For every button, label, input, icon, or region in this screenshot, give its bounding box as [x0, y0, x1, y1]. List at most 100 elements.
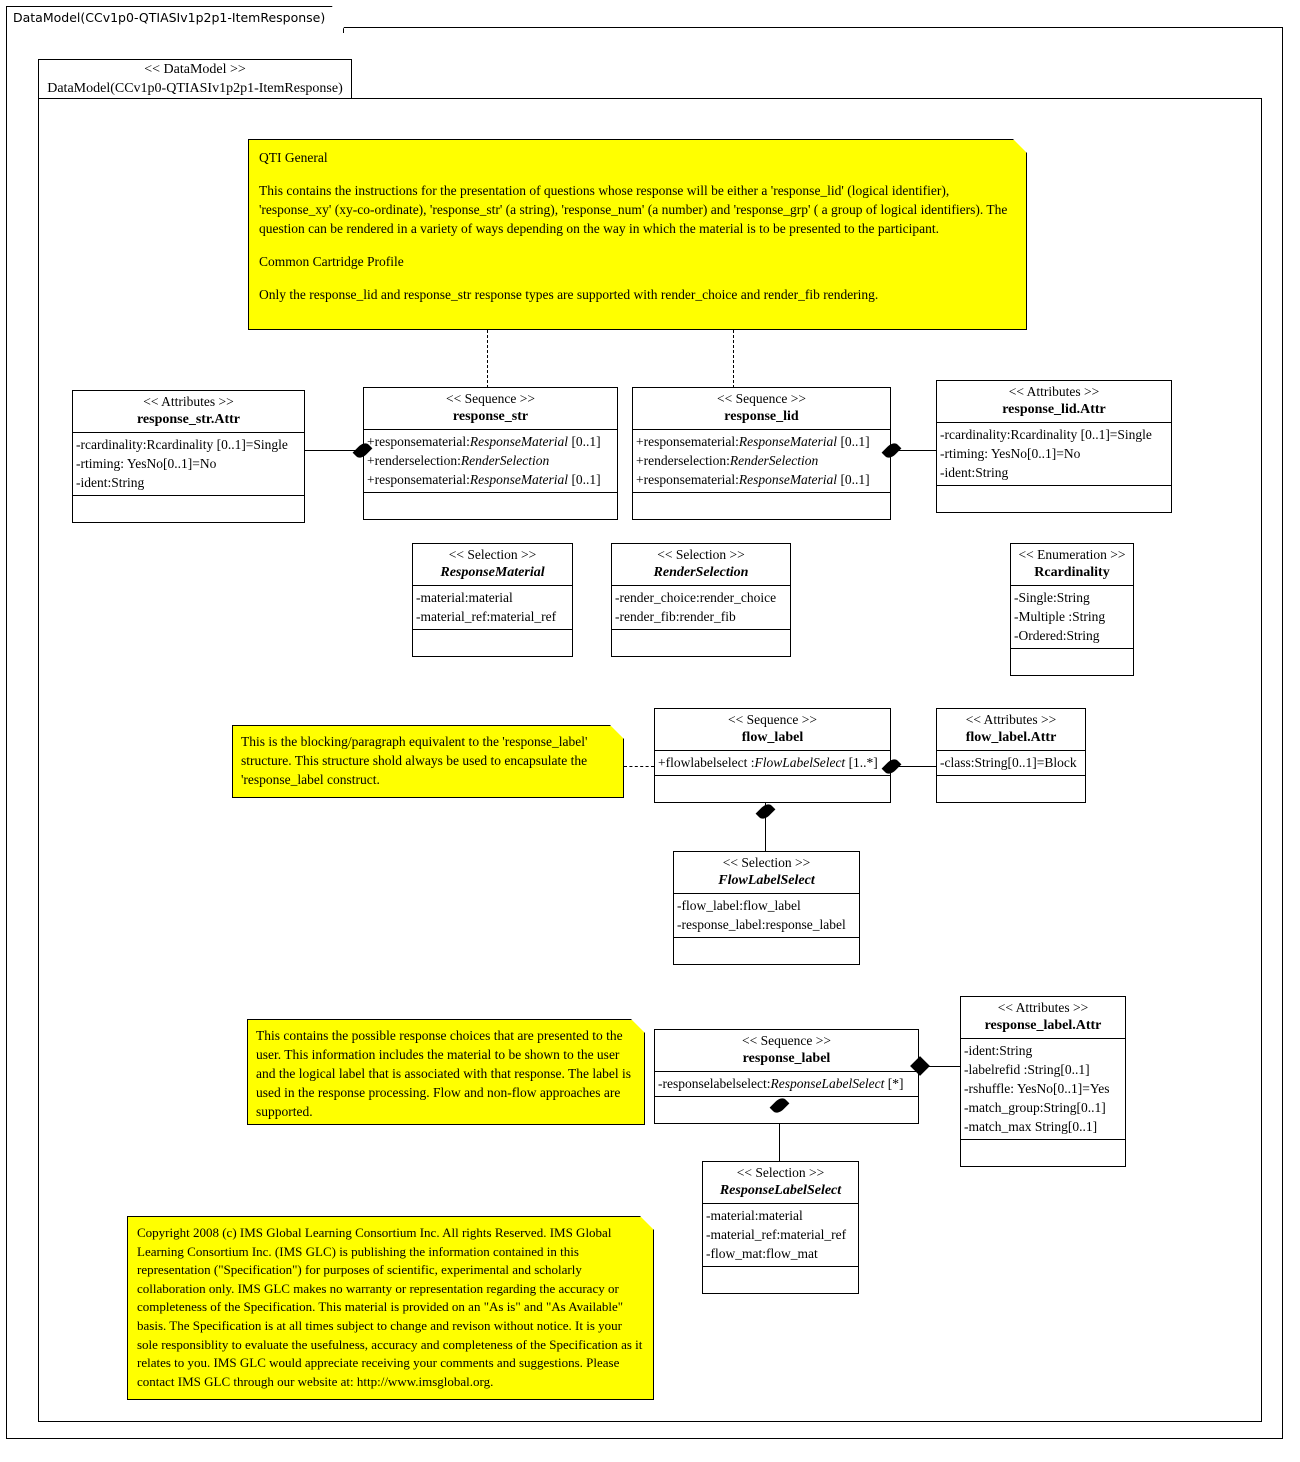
class-attribute: -responselabelselect:ResponseLabelSelect…	[658, 1076, 904, 1091]
datamodel-stereotype: << DataModel >>	[144, 62, 246, 77]
class-attribute: -rshuffle: YesNo[0..1]=Yes	[964, 1081, 1110, 1096]
class-response-lid[interactable]: << Sequence >> response_lid +responsemat…	[632, 387, 891, 520]
class-stereotype: << Attributes >>	[997, 1000, 1089, 1015]
class-attribute: +responsematerial:ResponseMaterial [0..1…	[367, 434, 601, 449]
class-name: response_lid.Attr	[1002, 402, 1106, 417]
class-stereotype: << Sequence >>	[717, 391, 806, 406]
class-operations	[674, 938, 859, 964]
class-stereotype: << Attributes >>	[143, 394, 234, 409]
datamodel-header: << DataModel >> DataModel(CCv1p0-QTIASIv…	[38, 59, 352, 99]
class-stereotype: << Sequence >>	[446, 391, 535, 406]
class-attribute: -rtiming: YesNo[0..1]=No	[76, 456, 217, 471]
class-name: response_str	[452, 409, 529, 424]
note-fold-icon	[640, 1216, 654, 1230]
class-name: flow_label.Attr	[965, 730, 1057, 745]
class-attribute: +renderselection:RenderSelection	[367, 453, 550, 468]
class-stereotype: << Selection >>	[657, 547, 745, 562]
class-render-selection[interactable]: << Selection >> RenderSelection -render_…	[611, 543, 791, 657]
class-attribute: -Multiple :String	[1014, 609, 1106, 624]
class-operations	[612, 630, 790, 656]
class-response-label-select[interactable]: << Selection >> ResponseLabelSelect -mat…	[702, 1161, 859, 1294]
class-flow-label[interactable]: << Sequence >> flow_label +flowlabelsele…	[654, 708, 891, 803]
note-qti-para1: This contains the instructions for the p…	[259, 183, 1008, 236]
class-attribute: -rtiming: YesNo[0..1]=No	[940, 446, 1081, 461]
class-attribute: -class:String[0..1]=Block	[940, 755, 1077, 770]
class-operations	[703, 1267, 858, 1293]
class-attribute: -material_ref:material_ref	[416, 609, 557, 624]
class-operations	[1011, 649, 1133, 675]
class-attribute: +responsematerial:ResponseMaterial [0..1…	[636, 472, 870, 487]
class-name: response_label.Attr	[984, 1018, 1102, 1033]
link-note-to-response-str	[487, 330, 488, 388]
class-attribute: -flow_mat:flow_mat	[706, 1246, 818, 1261]
class-stereotype: << Sequence >>	[728, 712, 817, 727]
class-operations	[937, 486, 1171, 512]
note-qti-para2: Only the response_lid and response_str r…	[259, 287, 879, 302]
class-name: response_str.Attr	[136, 412, 241, 427]
class-operations	[413, 630, 572, 656]
link-response-label-select	[779, 1110, 780, 1162]
class-operations	[364, 493, 617, 519]
class-name: response_label	[742, 1051, 831, 1066]
link-note-to-response-lid	[733, 330, 734, 388]
class-stereotype: << Selection >>	[448, 547, 537, 562]
class-name: flow_label	[741, 730, 804, 745]
note-response-label: This contains the possible response choi…	[247, 1019, 645, 1125]
class-name: FlowLabelSelect	[718, 873, 815, 888]
link-response-label-attr	[918, 1066, 960, 1067]
note-fold-icon	[1013, 139, 1027, 153]
class-attribute: -ident:String	[964, 1043, 1033, 1058]
class-operations	[961, 1140, 1125, 1166]
class-name: response_lid	[724, 409, 799, 424]
note-qti-general: QTI General This contains the instructio…	[248, 139, 1027, 330]
class-attribute: +flowlabelselect :FlowLabelSelect [1..*]	[658, 755, 878, 770]
class-stereotype: << Attributes >>	[965, 712, 1057, 727]
class-response-material[interactable]: << Selection >> ResponseMaterial -materi…	[412, 543, 573, 657]
class-name: ResponseMaterial	[440, 565, 545, 580]
class-response-lid-attr[interactable]: << Attributes >> response_lid.Attr -rcar…	[936, 380, 1172, 513]
link-flow-label-attr	[891, 766, 936, 767]
class-attribute: -rcardinality:Rcardinality [0..1]=Single	[940, 427, 1152, 442]
link-response-lid-attr	[891, 450, 936, 451]
class-attribute: -rcardinality:Rcardinality [0..1]=Single	[76, 437, 288, 452]
class-stereotype: << Selection >>	[722, 855, 811, 870]
class-attribute: -labelrefid :String[0..1]	[964, 1062, 1090, 1077]
class-response-label-attr[interactable]: << Attributes >> response_label.Attr -id…	[960, 996, 1126, 1167]
class-name: RenderSelection	[653, 565, 749, 580]
note-copyright-text: Copyright 2008 (c) IMS Global Learning C…	[137, 1225, 643, 1389]
link-flow-label-select	[765, 800, 766, 852]
class-attribute: -Single:String	[1014, 590, 1090, 605]
package-tab-label: DataModel(CCv1p0-QTIASIv1p2p1-ItemRespon…	[6, 6, 345, 33]
class-attribute: -material:material	[706, 1208, 803, 1223]
class-attribute: -response_label:response_label	[677, 917, 846, 932]
class-attribute: -ident:String	[940, 465, 1009, 480]
class-attribute: -Ordered:String	[1014, 628, 1100, 643]
class-response-str-attr[interactable]: << Attributes >> response_str.Attr -rcar…	[72, 390, 305, 523]
class-attribute: -material_ref:material_ref	[706, 1227, 847, 1242]
class-response-label[interactable]: << Sequence >> response_label -responsel…	[654, 1029, 919, 1124]
datamodel-name: DataModel(CCv1p0-QTIASIv1p2p1-ItemRespon…	[47, 81, 343, 96]
class-response-str[interactable]: << Sequence >> response_str +responsemat…	[363, 387, 618, 520]
class-attribute: +responsematerial:ResponseMaterial [0..1…	[636, 434, 870, 449]
class-flow-label-select[interactable]: << Selection >> FlowLabelSelect -flow_la…	[673, 851, 860, 965]
class-operations	[937, 776, 1085, 802]
class-attribute: -render_fib:render_fib	[615, 609, 736, 624]
class-rcardinality[interactable]: << Enumeration >> Rcardinality -Single:S…	[1010, 543, 1134, 676]
class-attribute: -match_max String[0..1]	[964, 1119, 1098, 1134]
class-attribute: -ident:String	[76, 475, 145, 490]
class-stereotype: << Enumeration >>	[1018, 547, 1126, 562]
class-flow-label-attr[interactable]: << Attributes >> flow_label.Attr -class:…	[936, 708, 1086, 803]
class-attribute: -material:material	[416, 590, 513, 605]
class-operations	[73, 496, 304, 522]
class-stereotype: << Selection >>	[736, 1165, 825, 1180]
class-stereotype: << Attributes >>	[1008, 384, 1100, 399]
class-name: Rcardinality	[1034, 565, 1110, 580]
note-qti-title: QTI General	[259, 150, 328, 165]
class-attribute: -flow_label:flow_label	[677, 898, 801, 913]
class-name: ResponseLabelSelect	[719, 1183, 842, 1198]
note-response-label-text: This contains the possible response choi…	[256, 1028, 632, 1119]
note-copyright: Copyright 2008 (c) IMS Global Learning C…	[127, 1216, 654, 1400]
class-attribute: -match_group:String[0..1]	[964, 1100, 1106, 1115]
class-attribute: +renderselection:RenderSelection	[636, 453, 819, 468]
